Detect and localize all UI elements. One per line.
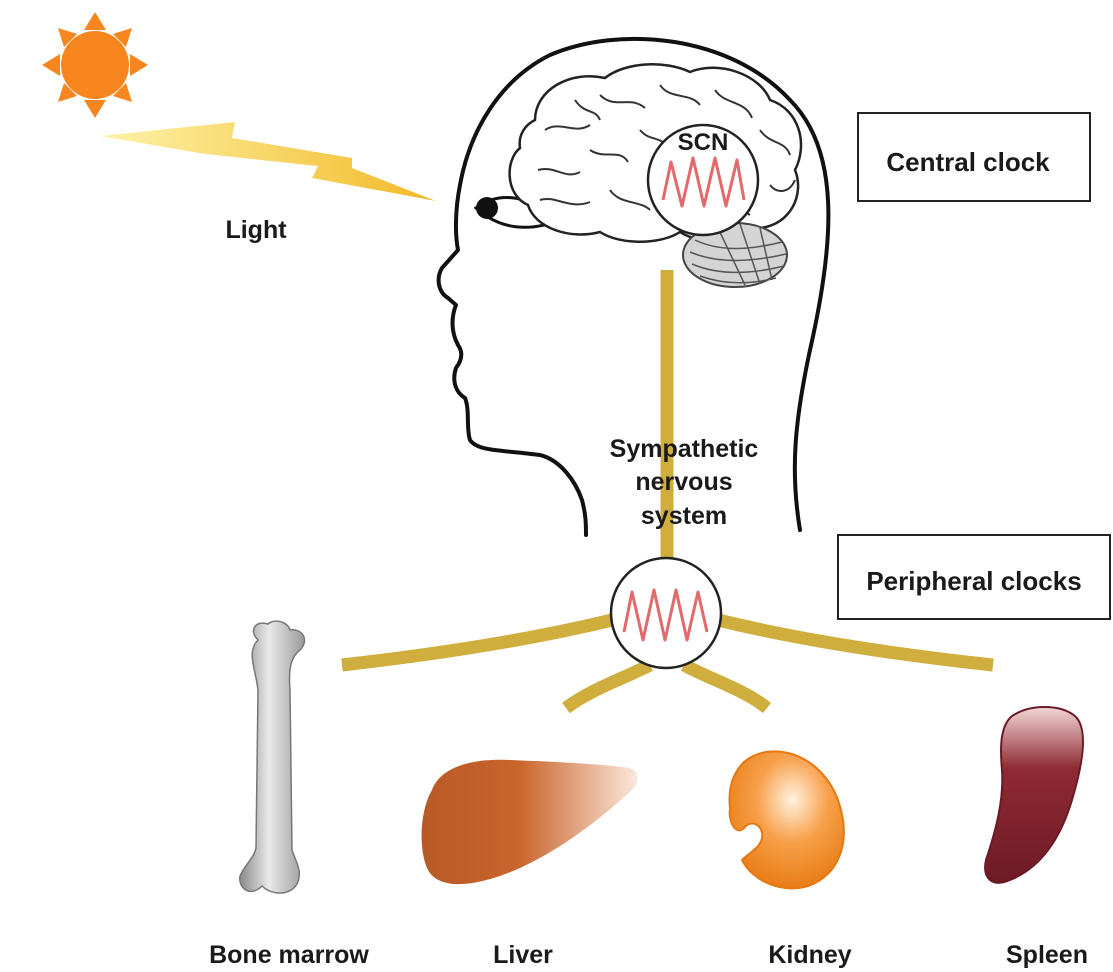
organ-label-spleen: Spleen [1006, 941, 1088, 969]
central-clock-label: Central clock [886, 147, 1050, 177]
central-clock-box: Central clock [858, 113, 1090, 201]
kidney-icon [730, 751, 844, 888]
peripheral-clocks-box: Peripheral clocks [838, 535, 1110, 619]
sns-label-line3: system [641, 502, 727, 530]
organ-label-liver: Liver [493, 941, 553, 969]
peripheral-clocks-label: Peripheral clocks [866, 566, 1081, 596]
spleen-icon [985, 707, 1083, 883]
bone-icon [240, 621, 305, 893]
organ-label-bone-marrow: Bone marrow [209, 941, 369, 969]
organ-label-kidney: Kidney [768, 941, 851, 969]
scn-clock: SCN [648, 125, 758, 235]
sun-icon [42, 12, 148, 118]
lightning-icon [100, 122, 436, 201]
light-label: Light [225, 216, 287, 244]
sns-label-line2: nervous [635, 468, 732, 496]
sns-label-line1: Sympathetic [610, 435, 759, 463]
peripheral-clock [611, 558, 721, 668]
liver-icon [422, 760, 638, 884]
scn-label: SCN [678, 129, 729, 156]
